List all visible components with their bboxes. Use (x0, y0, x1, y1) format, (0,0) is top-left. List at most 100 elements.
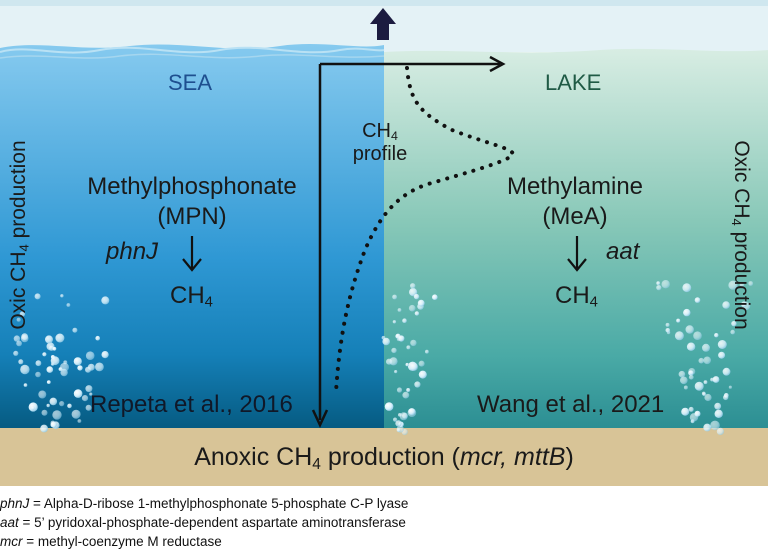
bubble (46, 342, 55, 351)
bubble (391, 347, 397, 354)
bubble (414, 381, 421, 388)
bubble (678, 370, 686, 378)
bubble (95, 362, 104, 372)
bubble (682, 283, 692, 293)
bubble (392, 320, 397, 324)
bubble (19, 311, 26, 317)
bubble (712, 376, 720, 383)
sea-compound-abbr: (MPN) (157, 203, 227, 230)
bubble (396, 428, 401, 432)
bubble (85, 385, 93, 393)
concentration-axis-arrowhead (489, 55, 506, 73)
bubble (683, 385, 688, 390)
bubble (413, 293, 420, 300)
bubble (710, 420, 720, 431)
bubble (73, 389, 83, 398)
sea-compound: Methylphosphonate (87, 173, 297, 200)
oxic-production-right-label: Oxic CH4 production (728, 140, 753, 330)
bubble (661, 280, 670, 289)
bubble (89, 392, 93, 396)
lake-product: CH4 (555, 282, 598, 311)
bubble (694, 410, 701, 417)
ch4-profile-label-line2: profile (352, 143, 408, 165)
bubble (408, 304, 416, 312)
bubble (393, 417, 398, 422)
legend-aat: aat = 5’ pyridoxal-phosphate-dependent a… (0, 515, 406, 530)
bubble (396, 387, 403, 393)
bubble (406, 388, 411, 392)
bubble (681, 407, 690, 416)
bubble (409, 288, 418, 297)
bubble (728, 280, 738, 290)
ch4-profile-label-line1: CH4 (362, 120, 398, 144)
anoxic-production-label: Anoxic CH4 production (mcr, mttB) (194, 443, 574, 473)
bubble (656, 285, 662, 291)
bubble (722, 301, 730, 309)
bubble (46, 366, 54, 373)
sediment-layer (0, 428, 768, 486)
bubble (665, 322, 670, 327)
bubble (703, 356, 711, 365)
bubble (394, 370, 398, 374)
bubble (425, 349, 429, 354)
bubble (399, 412, 408, 421)
bubble (402, 318, 407, 324)
bubble (683, 308, 691, 317)
sea-gene: phnJ (106, 238, 159, 265)
depth-axis-arrowhead (311, 409, 329, 428)
bubble (101, 296, 110, 305)
bubble (702, 392, 706, 397)
bubble (405, 362, 409, 367)
sea-product: CH4 (170, 282, 213, 311)
bubble (77, 365, 83, 371)
bubble (686, 342, 696, 351)
bubble (398, 335, 405, 342)
bubble (72, 327, 78, 333)
lake-reaction-arrowhead (567, 258, 587, 272)
bubble (408, 408, 416, 416)
lake-compound: Methylamine (506, 173, 644, 200)
bubble (688, 368, 696, 375)
bubble (722, 367, 731, 376)
lake-reference: Wang et al., 2021 (477, 391, 665, 418)
bubble (40, 424, 48, 433)
bubble (41, 409, 48, 416)
bubble (95, 335, 100, 341)
methane-bubbles (13, 280, 754, 436)
bubble (688, 406, 694, 412)
bubble (38, 390, 47, 399)
sea-reference: Repeta et al., 2016 (90, 391, 293, 418)
bubble (55, 333, 65, 343)
bubble (395, 420, 402, 427)
bubble (714, 409, 723, 418)
bubble (731, 320, 737, 327)
bubble (409, 362, 419, 371)
bubble (71, 409, 81, 419)
bubble (35, 360, 42, 367)
bubble (49, 397, 58, 406)
bubble (728, 385, 733, 389)
bubble (693, 331, 702, 341)
bubble (60, 362, 69, 372)
bubble (406, 345, 411, 350)
bubble (410, 339, 417, 347)
bubble (13, 335, 21, 342)
bubble (384, 402, 394, 411)
bubble (20, 364, 30, 375)
bubble (87, 363, 95, 371)
bubble (665, 328, 671, 333)
bubble (716, 427, 725, 435)
bubble (45, 335, 53, 344)
bubble (85, 404, 92, 411)
bubble (685, 325, 694, 334)
bubble (417, 299, 425, 307)
bubble (392, 294, 397, 300)
bubble (81, 395, 89, 402)
bubble (730, 329, 735, 335)
bubble (402, 391, 410, 399)
legend-phnj: phnJ = Alpha-D-ribose 1-methylphosphonat… (0, 496, 409, 511)
bubble (52, 410, 62, 420)
bubble (13, 350, 19, 356)
bubble (66, 303, 71, 307)
